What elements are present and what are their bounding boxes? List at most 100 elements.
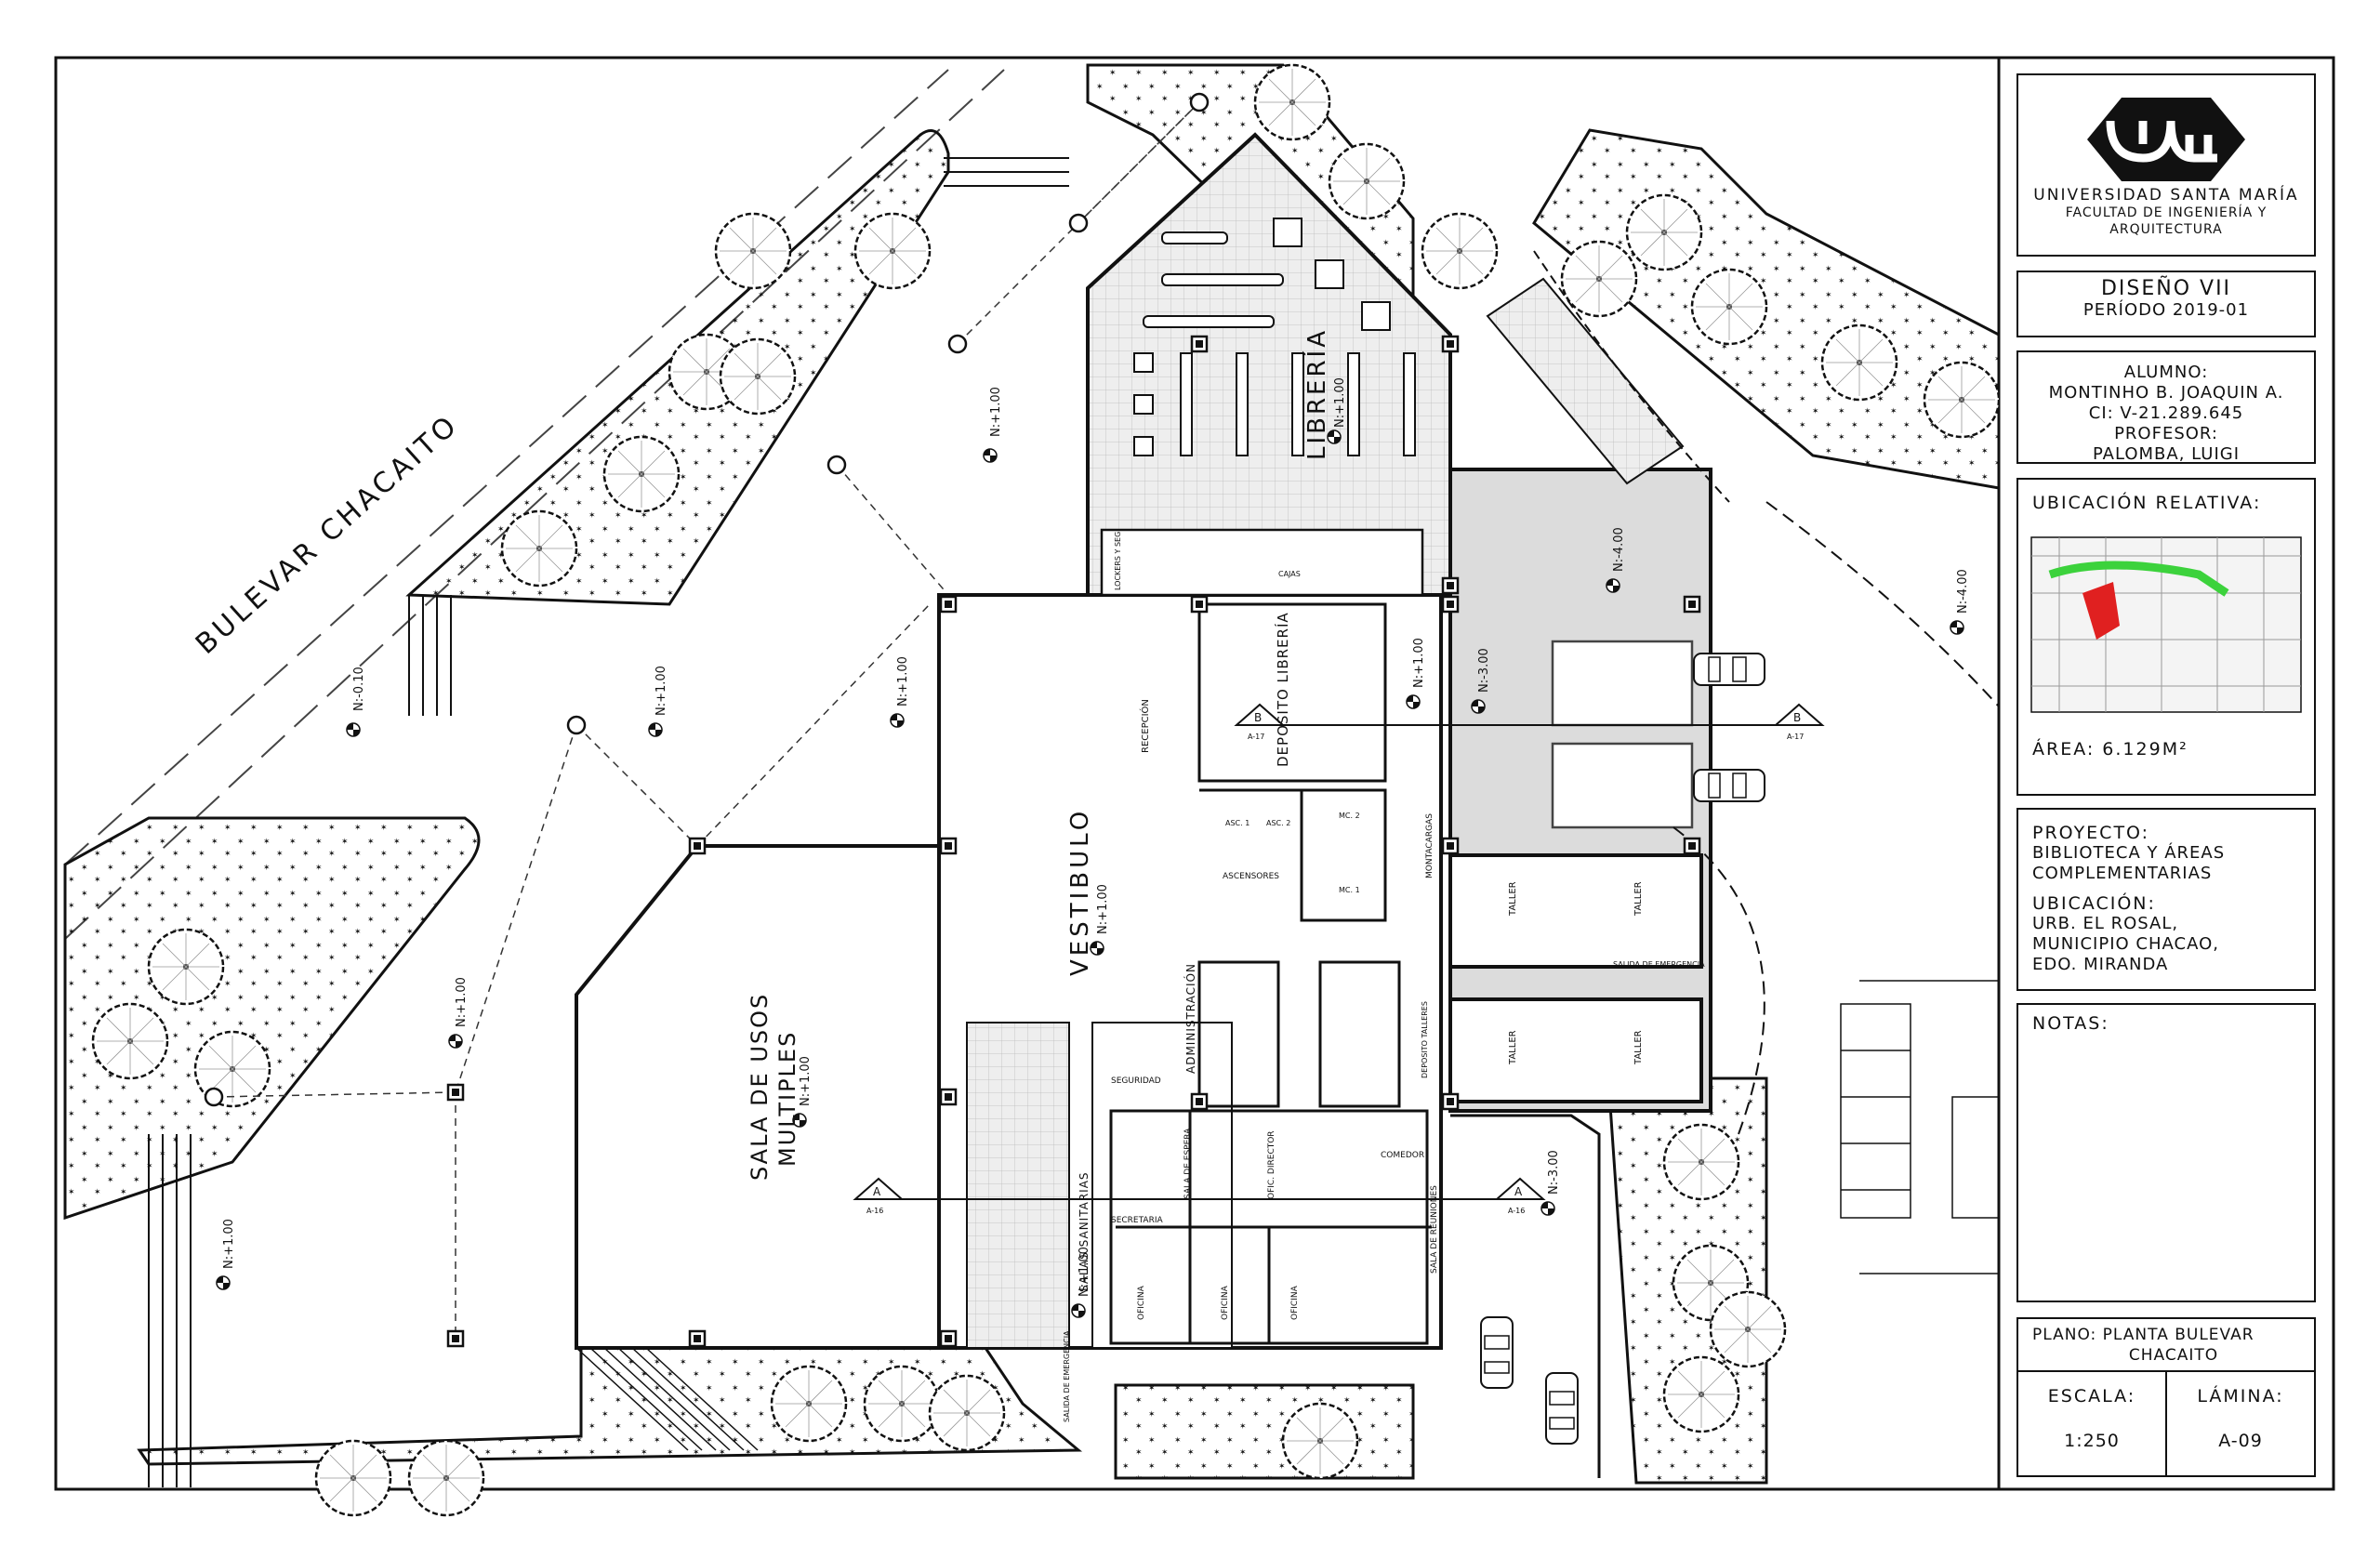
label-lockers: LOCKERS Y SEG. xyxy=(1114,529,1122,590)
professor-label: PROFESOR: xyxy=(2114,424,2218,443)
level-label-4: N:+1.00 xyxy=(654,666,668,716)
faculty-line-2: ARQUITECTURA xyxy=(2109,222,2223,237)
location-map xyxy=(2030,536,2302,713)
project-line-1: BIBLIOTECA Y ÁREAS xyxy=(2032,843,2226,863)
ubicacion-line-1: URB. EL ROSAL, xyxy=(2032,914,2179,933)
parking-ramp xyxy=(1486,250,2000,1135)
project-label: PROYECTO: xyxy=(2032,823,2150,843)
course-name: DISEÑO VII xyxy=(2100,277,2232,300)
level-label-6: N:+1.00 xyxy=(1096,884,1110,934)
label-ofic-director: OFIC. DIRECTOR xyxy=(1267,1130,1276,1199)
course-period: PERÍODO 2019-01 xyxy=(2082,300,2250,320)
university-name: UNIVERSIDAD SANTA MARÍA xyxy=(2033,186,2299,205)
label-mc2: MC. 2 xyxy=(1339,812,1360,820)
level-label-3: N:+1.00 xyxy=(896,656,910,706)
parking-stalls xyxy=(1840,980,2000,1274)
area-label: ÁREA: 6.129M² xyxy=(2032,739,2188,759)
ubicacion-line-2: MUNICIPIO CHACAO, xyxy=(2032,934,2219,954)
student-label: ALUMNO: xyxy=(2123,363,2209,382)
label-sala-espera: SALA DE ESPERA xyxy=(1183,1128,1193,1199)
label-seguridad: SEGURIDAD xyxy=(1111,1076,1161,1086)
level-label-2: N:+1.00 xyxy=(1333,377,1347,428)
level-label-13: N:-3.00 xyxy=(1477,648,1491,693)
scale-box: ESCALA: 1:250 xyxy=(2017,1380,2166,1473)
project-line-2: COMPLEMENTARIAS xyxy=(2032,864,2213,883)
label-mc1: MC. 1 xyxy=(1339,886,1360,894)
section-b-left: B xyxy=(1254,711,1262,724)
label-deposito-libreria: DEPOSITO LIBRERÍA xyxy=(1274,612,1291,767)
university-info: UNIVERSIDAD SANTA MARÍA FACULTAD DE INGE… xyxy=(2017,186,2315,256)
label-taller-1: TALLER xyxy=(1508,881,1518,917)
interior-walls xyxy=(1109,602,1694,1478)
notes-box: NOTAS: xyxy=(2017,1013,2315,1050)
label-libreria: LIBRERÍA xyxy=(1302,328,1331,460)
label-sala-reuniones: SALA DE REUNIONES xyxy=(1430,1185,1439,1274)
label-taller-3: TALLER xyxy=(1508,1030,1518,1065)
label-salas-sanitarias: SALAS SANITARIAS xyxy=(1078,1171,1091,1292)
plan-title-2: CHACAITO xyxy=(2128,1346,2219,1365)
university-logo xyxy=(2087,98,2245,181)
section-a-ref-right: A-16 xyxy=(1508,1207,1525,1215)
label-oficina-3: OFICINA xyxy=(1290,1285,1300,1320)
section-b-ref-right: A-17 xyxy=(1787,733,1804,741)
exterior-columns xyxy=(204,92,1210,1107)
ramp-lines xyxy=(148,157,1069,1487)
level-label-1: N:+1.00 xyxy=(989,387,1003,437)
section-letters: B B A A A-17 A-17 A-16 A-16 xyxy=(866,711,1804,1215)
author-box: ALUMNO: MONTINHO B. JOAQUIN A. CI: V-21.… xyxy=(2017,363,2315,464)
label-taller-2: TALLER xyxy=(1633,881,1644,917)
label-sala-usos-1: SALA DE USOS xyxy=(747,993,773,1181)
sheet-border xyxy=(54,56,2335,1491)
label-asc1: ASC. 1 xyxy=(1225,819,1250,827)
faculty-line-1: FACULTAD DE INGENIERÍA Y xyxy=(2065,205,2268,220)
level-label-15: N:-3.00 xyxy=(1547,1150,1561,1195)
label-administracion: ADMINISTRACIÓN xyxy=(1183,963,1197,1074)
level-labels: N:+1.00 N:+1.00 N:+1.00 N:+1.00 N:-0.10 … xyxy=(222,377,1970,1297)
sheet-label: LÁMINA: xyxy=(2197,1386,2284,1406)
label-salida-emergencia: SALIDA DE EMERGENCIA xyxy=(1063,1330,1071,1422)
section-b-right: B xyxy=(1793,711,1801,724)
professor-name: PALOMBA, LUIGI xyxy=(2092,444,2241,464)
level-label-8: N:+1.00 xyxy=(799,1056,813,1106)
section-a-ref-left: A-16 xyxy=(866,1207,883,1215)
label-ascensores: ASCENSORES xyxy=(1223,872,1279,881)
section-b-ref-left: A-17 xyxy=(1248,733,1264,741)
student-name: MONTINHO B. JOAQUIN A. xyxy=(2048,383,2284,403)
label-vestibulo: VESTIBULO xyxy=(1066,808,1094,976)
section-a-right: A xyxy=(1514,1185,1523,1198)
level-label-14: N:-4.00 xyxy=(1956,569,1970,614)
level-label-10: N:+1.00 xyxy=(1078,1247,1091,1297)
level-label-5: N:-0.10 xyxy=(352,667,366,711)
label-oficina-1: OFICINA xyxy=(1137,1285,1146,1320)
scale-label: ESCALA: xyxy=(2047,1386,2136,1406)
level-label-11: N:-4.00 xyxy=(1612,527,1626,572)
level-label-7: N:+1.00 xyxy=(455,977,469,1027)
ubicacion-line-3: EDO. MIRANDA xyxy=(2032,955,2169,974)
level-label-9: N:+1.00 xyxy=(222,1219,236,1269)
library-furniture xyxy=(1133,218,1416,456)
section-markers xyxy=(853,703,1825,1200)
label-oficina-2: OFICINA xyxy=(1221,1285,1230,1320)
titleblock-frames xyxy=(2016,73,2316,1477)
ubicacion-label: UBICACIÓN: xyxy=(2032,893,2156,914)
area-box: ÁREA: 6.129M² xyxy=(2017,739,2315,776)
label-asc2: ASC. 2 xyxy=(1266,819,1290,827)
student-id: CI: V-21.289.645 xyxy=(2088,403,2244,423)
label-recepcion: RECEPCIÓN xyxy=(1139,699,1151,753)
stairs-exterior xyxy=(575,1347,759,1451)
sheet-value: A-09 xyxy=(2218,1431,2263,1451)
scale-value: 1:250 xyxy=(2064,1431,2120,1451)
label-taller-4: TALLER xyxy=(1633,1030,1644,1065)
label-deposito-talleres: DEPOSITO TALLERES xyxy=(1421,1001,1429,1078)
project-box: PROYECTO: BIBLIOTECA Y ÁREAS COMPLEMENTA… xyxy=(2017,823,2315,985)
label-montacargas: MONTACARGAS xyxy=(1425,813,1435,878)
label-sala-usos-2: MULTIPLES xyxy=(774,1031,800,1167)
sheet-box: LÁMINA: A-09 xyxy=(2166,1380,2315,1473)
plan-title-box: PLANO: PLANTA BULEVAR CHACAITO xyxy=(2017,1325,2315,1371)
label-secretaria: SECRETARIA xyxy=(1111,1216,1163,1225)
room-labels: LIBRERÍA DEPOSITO LIBRERÍA VESTIBULO REC… xyxy=(747,328,1705,1422)
notes-label: NOTAS: xyxy=(2032,1013,2109,1034)
location-header: UBICACIÓN RELATIVA: xyxy=(2017,493,2315,530)
location-title: UBICACIÓN RELATIVA: xyxy=(2032,493,2262,513)
